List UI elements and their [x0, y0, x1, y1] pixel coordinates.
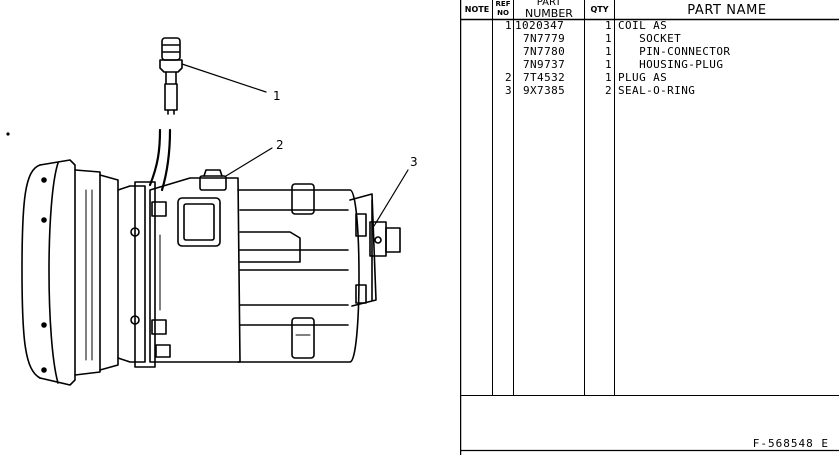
row-part-name: PLUG AS — [618, 71, 668, 84]
header-note: NOTE — [464, 5, 490, 14]
row-part-name: COIL AS — [618, 19, 668, 32]
compressor-drawing — [6, 37, 409, 386]
header-part-line2: NUMBER — [525, 7, 573, 20]
row-part-number: 1020347 — [515, 19, 565, 32]
row-ref: 1 — [504, 19, 512, 32]
compressor-rear-head-drawing — [349, 193, 401, 307]
row-qty: 1 — [604, 71, 612, 84]
row-part-number: 7N9737 — [523, 58, 566, 71]
parts-table: NOTE REF NO PART NUMBER QTY PART NAME 1 … — [459, 0, 839, 455]
drawing-id: F-568548 E — [752, 437, 829, 450]
row-part-name: HOUSING-PLUG — [618, 58, 724, 71]
clutch-pulley-drawing — [21, 159, 119, 386]
header-ref-line2: NO — [497, 9, 509, 17]
row-part-number: 7N7780 — [523, 45, 566, 58]
callout-2: 2 — [276, 138, 284, 152]
compressor-front-housing-drawing — [117, 169, 241, 368]
header-ref-line1: REF — [495, 0, 511, 8]
header-part-name: PART NAME — [687, 3, 767, 18]
row-ref: 3 — [504, 84, 512, 97]
row-qty: 2 — [604, 84, 612, 97]
header-part-line1: PART — [536, 0, 562, 8]
coil-connector-drawing — [159, 37, 183, 115]
row-part-number: 9X7385 — [523, 84, 566, 97]
callout-3: 3 — [410, 155, 418, 169]
row-part-number: 7T4532 — [523, 71, 566, 84]
row-part-name: SEAL-O-RING — [618, 84, 696, 97]
row-part-name: SOCKET — [618, 32, 682, 45]
compressor-body-drawing — [237, 183, 360, 363]
row-part-name: PIN-CONNECTOR — [618, 45, 731, 58]
header-qty: QTY — [590, 5, 609, 14]
callout-1: 1 — [273, 89, 281, 103]
row-qty: 1 — [604, 45, 612, 58]
row-ref: 2 — [504, 71, 512, 84]
row-qty: 1 — [604, 58, 612, 71]
row-qty: 1 — [604, 32, 612, 45]
row-qty: 1 — [604, 19, 612, 32]
row-part-number: 7N7779 — [523, 32, 566, 45]
compressor-illustration: 1 2 3 — [6, 37, 418, 386]
table-grid — [459, 0, 839, 455]
